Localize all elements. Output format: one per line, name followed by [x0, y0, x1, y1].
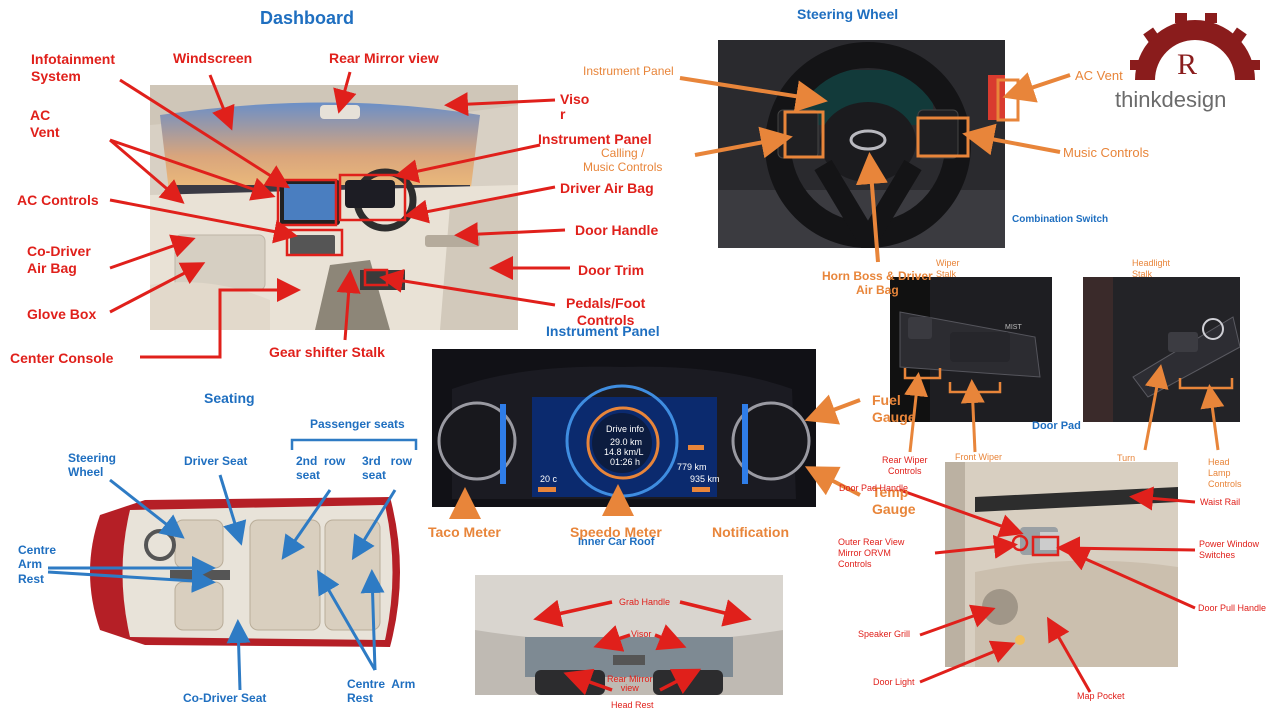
instr-readout-3: 01:26 h	[610, 457, 641, 467]
label-steer-ac-vent: AC Vent	[1075, 68, 1123, 83]
title-instrument: Instrument Panel	[546, 323, 660, 339]
seating-photo	[75, 475, 412, 670]
label-power-window: Power Window Switches	[1199, 539, 1260, 560]
label-outer-mirror: Outer Rear View Mirror ORVM Controls	[838, 537, 905, 569]
label-driver-seat: Driver Seat	[184, 454, 248, 468]
label-speedo-meter: Speedo Meter	[570, 524, 662, 540]
title-door: Door Pad	[1032, 420, 1081, 432]
label-co-driver-seat: Co-Driver Seat	[183, 691, 267, 705]
label-steer-calling: Calling / Music Controls	[583, 146, 663, 175]
label-door-pad-handle: Door Pad Handle	[839, 483, 909, 493]
label-instrument-panel: Instrument Panel	[538, 131, 652, 147]
label-front-wiper: Front Wiper	[955, 452, 1003, 462]
label-headlight-stalk: Headlight Stalk	[1132, 258, 1171, 279]
headlight-stalk-photo-art	[1083, 277, 1240, 422]
instr-temp-read: 20 c	[540, 474, 558, 484]
label-rear-wiper: Rear Wiper Controls	[882, 455, 928, 476]
label-speaker-grill: Speaker Grill	[858, 629, 911, 639]
label-wiper-stalk: Wiper Stalk	[936, 258, 960, 279]
label-visor: Viso r	[560, 91, 590, 123]
label-head-lamp: Head Lamp Controls	[1208, 457, 1242, 489]
logo-wordmark: thinkdesign	[1115, 87, 1227, 112]
title-dashboard: Dashboard	[260, 8, 355, 28]
label-ac-controls: AC Controls	[17, 192, 99, 208]
seating-photo-art	[90, 497, 400, 647]
label-grab-handle: Grab Handle	[619, 597, 671, 607]
label-glove-box: Glove Box	[27, 306, 97, 322]
label-row3: 3rd row seat	[362, 454, 413, 483]
label-passenger-seats: Passenger seats	[310, 417, 405, 431]
title-steering: Steering Wheel	[797, 6, 899, 22]
dashboard-photo-art	[150, 85, 518, 330]
label-centre-arm-rest-right: Centre Arm Rest	[347, 677, 416, 706]
instr-odo: 935 km	[690, 474, 720, 484]
label-driver-air-bag: Driver Air Bag	[560, 180, 654, 196]
label-door-handle: Door Handle	[575, 222, 659, 238]
label-center-console: Center Console	[10, 350, 114, 366]
label-temp-gauge: Temp Gauge	[872, 484, 916, 517]
steering-photo-art	[718, 40, 1005, 248]
label-turn: Turn	[1117, 453, 1136, 463]
label-fuel-gauge: Fuel Gauge	[872, 392, 916, 425]
dashboard-photo	[150, 85, 518, 330]
label-waist-rail: Waist Rail	[1200, 497, 1241, 507]
svg-text:MIST: MIST	[1005, 324, 1022, 331]
label-steer-horn-boss: Horn Boss & Driver Air Bag	[822, 269, 933, 298]
logo-monogram: R	[1177, 48, 1198, 81]
label-steer-combination-switch: Combination Switch	[1012, 214, 1109, 225]
label-door-pull-handle: Door Pull Handle	[1198, 603, 1267, 613]
label-row2: 2nd row seat	[296, 454, 346, 483]
label-head-rest: Head Rest	[611, 700, 654, 710]
label-map-pocket: Map Pocket	[1077, 691, 1125, 701]
label-gear-shifter: Gear shifter Stalk	[269, 344, 385, 360]
label-door-light: Door Light	[873, 677, 915, 687]
label-windscreen: Windscreen	[173, 50, 253, 66]
label-centre-arm-rest-left: Centre Arm Rest	[18, 543, 57, 586]
headlight-stalk-photo	[1083, 277, 1240, 422]
logo-gear-icon	[1130, 13, 1260, 80]
label-pedals: Pedals/Foot Controls	[566, 295, 646, 328]
think-design-logo: R thinkdesign	[1115, 5, 1275, 115]
label-door-trim: Door Trim	[578, 262, 645, 278]
label-roof-rear-mirror: Rear Mirror view	[607, 674, 653, 694]
label-steer-instrument-panel: Instrument Panel	[583, 64, 674, 78]
label-taco-meter: Taco Meter	[428, 524, 501, 540]
label-infotainment: Infotainment System	[31, 51, 115, 84]
label-notification: Notification	[712, 524, 789, 540]
steering-photo	[718, 40, 1005, 248]
instrument-photo: Drive info 29.0 km 14.8 km/L 01:26 h 779…	[432, 349, 816, 507]
label-rear-mirror: Rear Mirror view	[329, 50, 439, 66]
door-photo	[945, 462, 1178, 667]
door-photo-art	[945, 462, 1178, 667]
instr-drive-info: Drive info	[606, 424, 645, 434]
title-roof: Inner Car Roof	[578, 536, 655, 548]
label-seat-steering-wheel: Steering Wheel	[68, 451, 117, 480]
label-ac-vent: AC Vent	[30, 107, 60, 140]
title-seating: Seating	[204, 390, 255, 406]
label-steer-music-controls: Music Controls	[1063, 145, 1149, 160]
label-co-driver-air-bag: Co-Driver Air Bag	[27, 243, 91, 276]
instr-range: 779 km	[677, 462, 707, 472]
label-roof-visor: Visor	[631, 629, 652, 639]
